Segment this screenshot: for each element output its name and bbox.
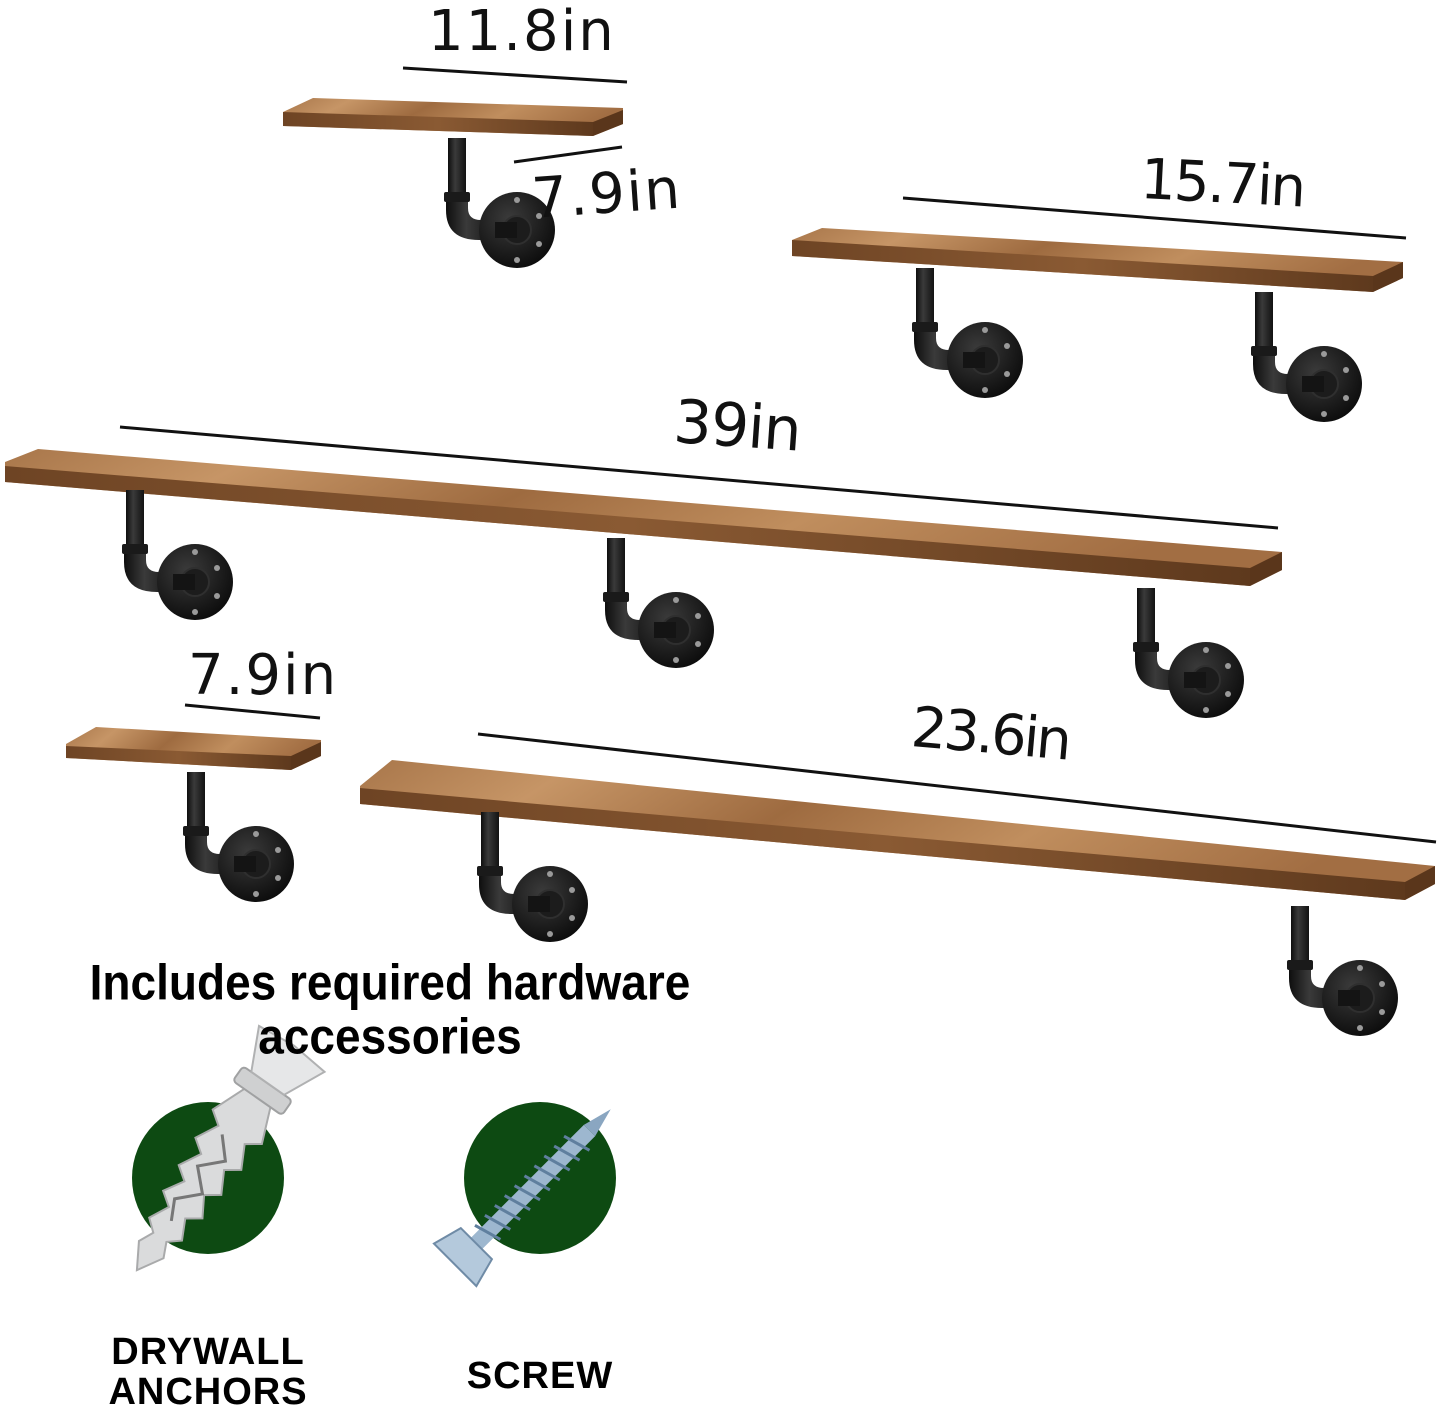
shelf-bracket-icon bbox=[911, 267, 1024, 399]
shelf-bracket-icon bbox=[1250, 291, 1363, 423]
drywall-anchors-label-line1: DRYWALL bbox=[111, 1331, 305, 1373]
drywall-anchor-icon bbox=[132, 1024, 327, 1272]
shelf-bracket-icon bbox=[1286, 905, 1399, 1037]
dimension-label-depth-7-9: 7.9in bbox=[529, 156, 684, 232]
shelf-bracket-icon bbox=[1132, 587, 1245, 719]
screw-label: SCREW bbox=[466, 1355, 614, 1397]
dimension-label-39: 39in bbox=[671, 387, 804, 466]
dimension-label-23-6: 23.6in bbox=[908, 695, 1072, 774]
shelf-bracket-icon bbox=[602, 537, 715, 669]
shelf-long-bottom bbox=[360, 732, 1437, 1037]
shelf-medium-top bbox=[792, 196, 1407, 423]
screw-icon bbox=[432, 1102, 616, 1288]
shelf-small-top bbox=[283, 66, 628, 269]
dimension-label-11-8: 11.8in bbox=[428, 0, 616, 64]
hardware-heading-line2: accessories bbox=[258, 1007, 522, 1065]
hardware-heading: Includes required hardware accessories bbox=[30, 955, 750, 1063]
drywall-anchors-label: DRYWALL ANCHORS bbox=[88, 1332, 328, 1412]
drywall-anchors-label-line2: ANCHORS bbox=[108, 1371, 308, 1413]
dimension-label-7-9: 7.9in bbox=[188, 643, 339, 708]
shelf-bracket-icon bbox=[121, 489, 234, 621]
shelf-long-middle bbox=[5, 425, 1282, 719]
shelf-bracket-icon bbox=[182, 771, 295, 903]
shelf-small-bottom bbox=[66, 703, 321, 903]
hardware-heading-line1: Includes required hardware bbox=[89, 953, 691, 1011]
shelf-bracket-icon bbox=[476, 811, 589, 943]
dimension-label-15-7: 15.7in bbox=[1138, 147, 1306, 221]
